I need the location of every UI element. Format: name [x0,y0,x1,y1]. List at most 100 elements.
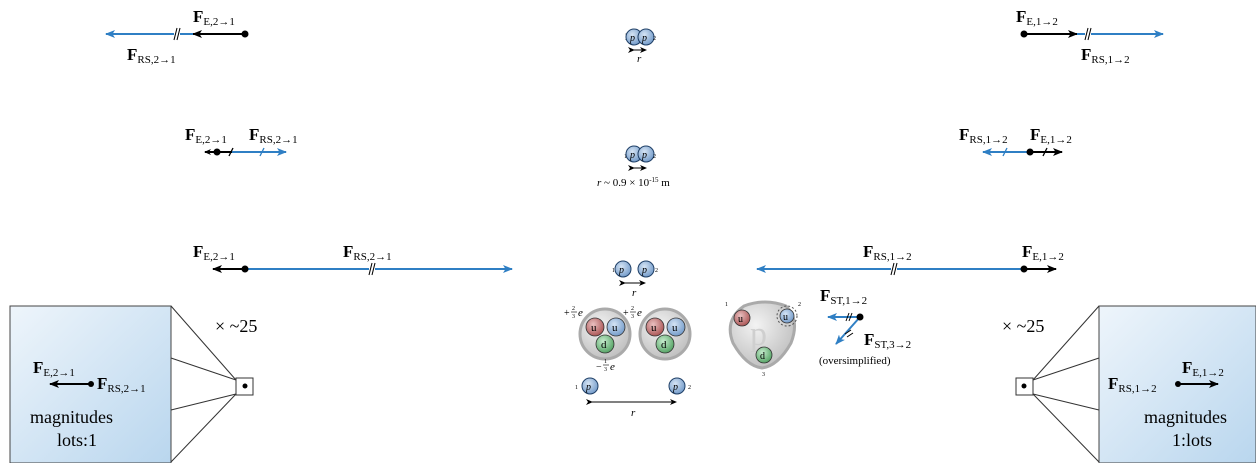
label-frs21: FRS,2→1 [97,374,146,395]
label-frs21: FRS,2→1 [249,125,298,146]
quark-label: u [672,322,678,334]
separation-label: r [631,407,636,419]
break-mark-icon [368,262,376,276]
proton-quark-structure-1: u u d + 2 3 e + 2 3 e − 1 3 e [564,306,642,373]
quark-label: u [612,322,618,334]
svg-text:e: e [610,361,615,373]
proton-index-2: 2 [688,385,691,391]
proton-quark-structure-2: u u d [638,307,692,361]
svg-text:+: + [623,308,629,319]
label-fst32: FST,3→2 [864,330,911,351]
proton-icon [637,260,655,278]
particle-point [1020,265,1028,273]
particle-point [88,381,94,387]
charge-plus-two-thirds-right: + 2 3 e [623,306,642,320]
strong-force-arrow [835,316,861,345]
charge-plus-two-thirds-left: + 2 3 e [564,306,583,320]
row-3-left-forces: FE,2→1 FRS,2→1 [193,242,513,276]
svg-text:3: 3 [604,367,607,373]
proton-pair-3: 1 p p 2 r [612,260,658,299]
quark-label: u [591,322,597,334]
proton-pair-2: 1 p p 2 r ~ 0.9 × 10-15 m [597,145,670,189]
svg-text:2: 2 [572,306,575,312]
down-quark-icon [655,334,675,354]
up-quark-icon [666,317,686,337]
zoom-panel-left: FE,2→1 FRS,2→1 magnitudes lots:1 [9,305,254,463]
label-fe21: FE,2→1 [33,358,75,379]
label-fst12: FST,1→2 [820,286,867,307]
particle-point [241,265,249,273]
up-quark-icon [733,309,751,327]
proton-label: p [629,33,635,44]
label-frs12: FRS,1→2 [959,125,1008,146]
row-2-right-forces: FRS,1→2 FE,1→2 [959,125,1072,157]
quark-index-1: 1 [725,302,728,308]
proton-index-2: 2 [655,268,658,274]
break-mark-icon [173,27,181,41]
proton-label: p [629,150,635,161]
svg-text:3: 3 [572,314,575,320]
down-quark-icon [755,346,773,364]
svg-text:3: 3 [631,314,634,320]
proton-label: p [672,382,678,393]
proton-index-1: 1 [575,385,578,391]
svg-text:2: 2 [631,306,634,312]
particle-point [856,313,864,321]
svg-text:+: + [564,308,570,319]
quark-label: d [760,351,765,362]
proton-icon [637,28,655,46]
svg-text:e: e [578,307,583,319]
separation-label: r [632,287,637,299]
up-quark-icon [779,308,795,324]
row-3-right-forces: FRS,1→2 FE,1→2 [756,242,1064,276]
proton-icon [637,145,655,163]
quark-index-3: 3 [762,372,765,378]
separation-label: r [637,53,642,65]
magnitude-ratio-right: 1:lots [1172,430,1212,450]
break-mark-icon [844,312,854,338]
proton-pair-1: 1 p p 2 r [624,28,656,65]
row-1-right-forces: FE,1→2 FRS,1→2 [1016,7,1164,66]
label-frs12: FRS,1→2 [863,242,912,263]
break-mark-icon [890,262,898,276]
up-quark-icon [645,317,665,337]
zoom-factor-left: × ~25 [215,316,257,336]
label-fe21: FE,2→1 [185,125,227,146]
row-2-left-forces: FE,2→1 FRS,2→1 [185,125,298,157]
quark-label: d [661,339,667,351]
magnitude-ratio-left: lots:1 [57,430,97,450]
tick-mark [1002,147,1008,157]
proton-icon [668,377,686,395]
proton-pair-4: 1 p p 2 r [575,377,691,419]
particle-point [213,148,221,156]
proton-index-1: 1 [612,268,615,274]
up-quark-icon [585,317,605,337]
tick-mark [1042,147,1048,157]
proton-index-2: 2 [653,36,656,42]
up-quark-icon [606,317,626,337]
label-fe12: FE,1→2 [1022,242,1064,263]
proton-label: p [585,382,591,393]
oversimplified-note: (oversimplified) [819,355,891,367]
charge-minus-one-third: − 1 3 e [596,359,615,373]
row-1-left-forces: FE,2→1 FRS,2→1 [105,7,249,66]
label-fe12: FE,1→2 [1182,358,1224,379]
label-frs12: FRS,1→2 [1081,45,1130,66]
label-fe12: FE,1→2 [1016,7,1058,28]
tick-mark [259,147,265,157]
svg-text:e: e [637,307,642,319]
proton-quark-force-diagram: p u u d 1 2 3 FST,1→2 FST,3→2 (oversimpl… [725,286,911,378]
proton-label: p [641,150,647,161]
proton-watermark-label: p [750,316,767,353]
quark-label: d [601,339,607,351]
zoom-factor-right: × ~25 [1002,316,1044,336]
svg-text:1: 1 [604,359,607,365]
quark-label: u [738,314,743,325]
particle-point [1175,381,1181,387]
tick-mark [228,147,234,157]
proton-index-2: 2 [653,154,656,160]
separation-value-label: r ~ 0.9 × 10-15 m [597,176,670,189]
quark-outline-icon [776,305,798,327]
particle-point [241,30,249,38]
